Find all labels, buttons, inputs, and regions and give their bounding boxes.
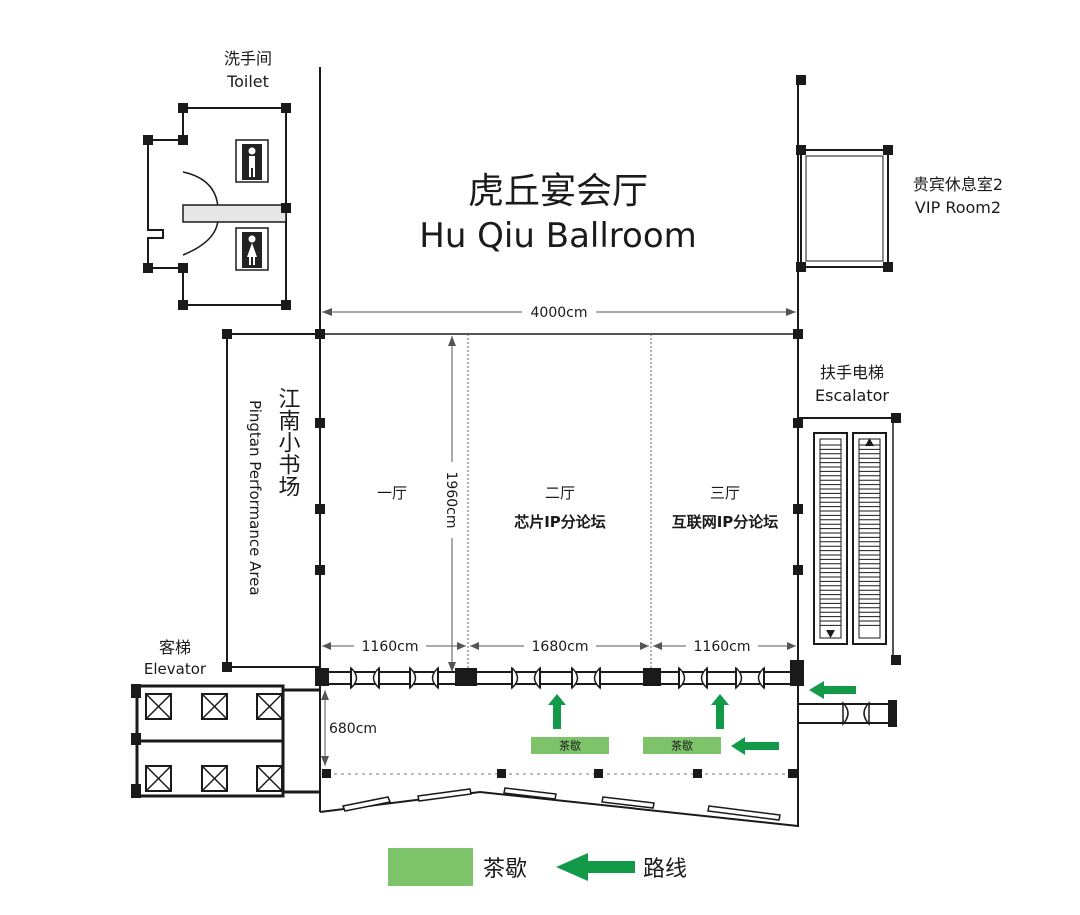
hall-3-name: 三厅 <box>710 484 740 502</box>
legend: 茶歇 路线 <box>388 848 687 886</box>
escalator <box>798 413 901 665</box>
elevator-car-5 <box>201 765 228 792</box>
side-entrance-door <box>842 701 870 726</box>
tea-break-1: 茶歇 <box>531 737 609 754</box>
double-door-2 <box>409 666 439 690</box>
elevator-car-4 <box>145 765 172 792</box>
hall-1-width-label: 1160cm <box>362 639 419 655</box>
legend-tea-label: 茶歇 <box>483 857 527 882</box>
hall-front-wall <box>315 660 804 686</box>
toilet-label-cn: 洗手间 <box>224 49 272 68</box>
dimension-total-width <box>322 302 796 322</box>
elevator-car-6 <box>256 765 283 792</box>
tea-break-1-label: 茶歇 <box>559 740 581 753</box>
total-width-label: 4000cm <box>531 305 588 321</box>
performance-area <box>222 329 321 672</box>
tea-break-2: 茶歇 <box>643 737 721 754</box>
double-door-5 <box>678 666 708 690</box>
hall-3-event: 互联网IP分论坛 <box>672 513 779 531</box>
legend-route-label: 路线 <box>643 857 687 882</box>
hall-2-width-label: 1680cm <box>532 639 589 655</box>
route-arrow-up-hall2 <box>548 694 566 729</box>
elevator-label-cn: 客梯 <box>159 638 191 657</box>
ballroom-title-cn: 虎丘宴会厅 <box>468 171 648 212</box>
route-arrows <box>548 681 856 755</box>
foyer-depth-label: 680cm <box>329 721 377 737</box>
route-arrow-left-entrance <box>809 681 856 699</box>
toilet-label-en: Toilet <box>226 72 269 91</box>
hall-1-name: 一厅 <box>377 484 407 502</box>
double-door-4 <box>571 666 601 690</box>
toilet-block <box>143 103 291 310</box>
double-door-1 <box>350 666 380 690</box>
vip-room-label-cn: 贵宾休息室2 <box>913 175 1003 194</box>
hall-2-name: 二厅 <box>545 484 575 502</box>
dimension-hall-depth <box>441 336 463 672</box>
halls-area <box>315 329 803 676</box>
elevator-car-1 <box>145 693 172 720</box>
tea-break-2-label: 茶歇 <box>671 740 693 753</box>
elevator-car-3 <box>256 693 283 720</box>
hall-depth-label: 1960cm <box>443 472 459 529</box>
female-toilet-icon <box>242 232 262 268</box>
elevator-bank <box>131 684 320 798</box>
hall-doors <box>350 666 765 690</box>
elevator-car-2 <box>201 693 228 720</box>
vip-room <box>796 75 893 272</box>
dimension-arrowheads <box>322 642 796 650</box>
hall-2-event: 芯片IP分论坛 <box>514 513 606 531</box>
legend-tea-swatch <box>388 848 473 886</box>
double-door-3 <box>511 666 541 690</box>
dimension-foyer-depth <box>321 690 329 766</box>
double-door-6 <box>735 666 765 690</box>
route-arrow-left-foyer <box>731 737 779 755</box>
male-toilet-icon <box>242 144 262 180</box>
vip-room-label-en: VIP Room2 <box>915 198 1001 217</box>
performance-area-label-cn: 江南小书场 <box>275 387 301 497</box>
route-arrow-up-hall3 <box>711 694 729 729</box>
ballroom-title-en: Hu Qiu Ballroom <box>419 216 697 256</box>
performance-area-label-en: Pingtan Performance Area <box>246 400 264 596</box>
escalator-label-en: Escalator <box>815 386 889 405</box>
elevator-label-en: Elevator <box>144 660 207 678</box>
legend-route-arrow-icon <box>556 853 635 881</box>
escalator-label-cn: 扶手电梯 <box>820 363 884 382</box>
hall-3-width-label: 1160cm <box>694 639 751 655</box>
foyer <box>319 684 897 828</box>
